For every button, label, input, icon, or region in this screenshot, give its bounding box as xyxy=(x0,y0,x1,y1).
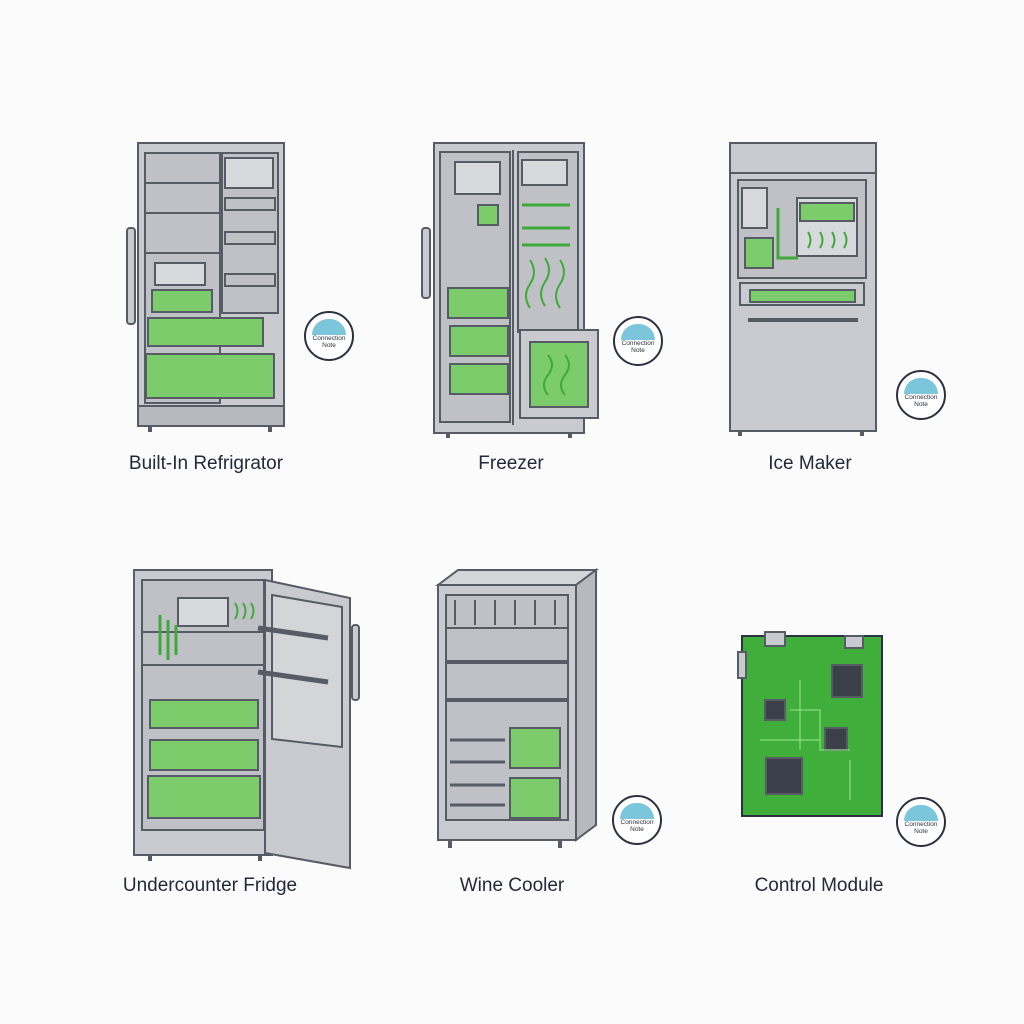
item-label-built-in-refrigerator: Built-In Refrigrator xyxy=(128,453,284,474)
undercounter-fridge-illustration xyxy=(133,569,360,870)
connection-note-badge: Connection Note xyxy=(896,797,946,847)
wave-icon xyxy=(904,378,938,394)
item-label-ice-maker: Ice Maker xyxy=(768,453,852,474)
connection-note-badge: Connection Note xyxy=(896,370,946,420)
item-label-undercounter-fridge: Undercounter Fridge xyxy=(122,875,298,896)
item-label-wine-cooler: Wine Cooler xyxy=(459,875,565,896)
wave-icon xyxy=(904,805,938,821)
connection-note-badge: Connection Note xyxy=(612,795,662,845)
wine-cooler-illustration xyxy=(435,568,599,842)
wave-icon xyxy=(621,324,655,340)
wave-icon xyxy=(620,803,654,819)
built-in-refrigerator-illustration xyxy=(126,142,285,427)
wave-icon xyxy=(312,319,346,335)
ice-maker-illustration xyxy=(729,142,877,432)
control-module-illustration xyxy=(737,631,883,817)
item-label-control-module: Control Module xyxy=(754,875,884,896)
connection-note-badge: Connection Note xyxy=(304,311,354,361)
item-label-freezer: Freezer xyxy=(478,453,544,474)
freezer-illustration xyxy=(421,142,599,434)
connection-note-badge: Connection Note xyxy=(613,316,663,366)
